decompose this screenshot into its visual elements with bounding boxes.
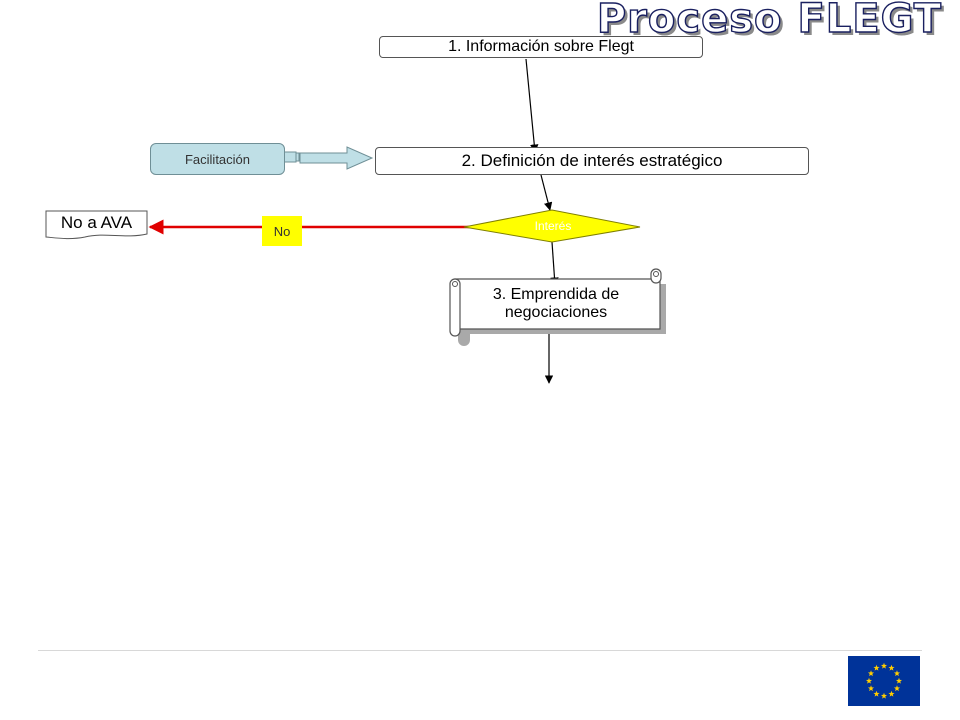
star-icon — [888, 690, 895, 697]
star-icon — [893, 670, 901, 677]
page-title: Proceso FLEGT — [596, 0, 942, 43]
step-3-line-1: 3. Emprendida de — [492, 286, 620, 303]
step-3-line-2: negociaciones — [504, 304, 608, 321]
scroll-shape — [449, 268, 666, 346]
document-shape — [45, 210, 148, 240]
star-icon — [867, 685, 875, 692]
decision-label: Interés — [534, 219, 572, 233]
star-icon — [880, 692, 888, 699]
star-icon — [873, 664, 880, 671]
star-icon — [893, 685, 901, 692]
connector-decision-step3 — [550, 241, 559, 286]
step-2-box: 2. Definición de interés estratégico — [375, 147, 809, 175]
footer-divider — [38, 650, 922, 651]
connector-step2-decision — [540, 174, 553, 211]
decision-diamond — [463, 209, 641, 243]
no-ava-label: No a AVA — [60, 213, 133, 232]
star-icon — [865, 677, 873, 684]
step-1-box: 1. Información sobre Flegt — [379, 36, 703, 58]
connector-step1-step2 — [525, 58, 539, 153]
step-3-label: 3. Emprendida de negociaciones — [458, 281, 654, 327]
star-icon — [873, 690, 880, 697]
star-icon — [867, 670, 875, 677]
star-icon — [888, 664, 895, 671]
facilitation-box: Facilitación — [150, 143, 285, 175]
no-branch-label: No — [262, 216, 302, 246]
facilitation-arrow — [283, 146, 374, 170]
eu-flag-icon — [848, 656, 920, 706]
star-icon — [880, 662, 888, 669]
star-icon — [895, 677, 903, 684]
no-ava-document: No a AVA — [45, 210, 148, 240]
